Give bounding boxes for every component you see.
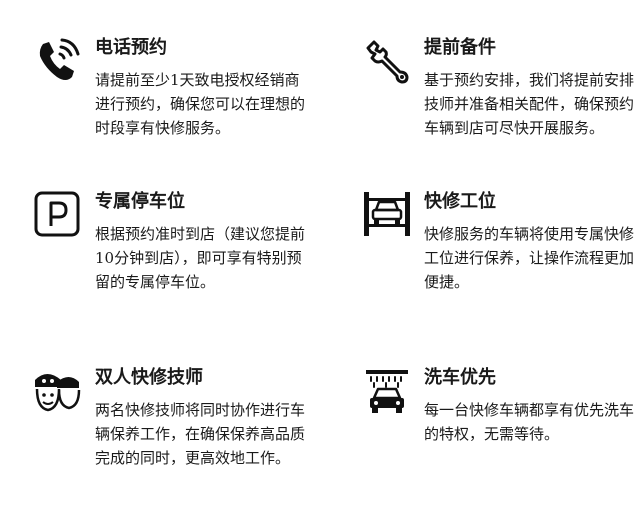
two-technicians-icon — [33, 366, 83, 416]
feature-title: 提前备件 — [424, 37, 496, 58]
feature-title: 快修工位 — [424, 191, 496, 212]
parking-sign-icon — [33, 190, 83, 240]
feature-title: 双人快修技师 — [95, 367, 203, 388]
feature-description: 请提前至少1天致电授权经销商进行预约，确保您可以在理想的时段享有快修服务。 — [95, 71, 306, 137]
feature-description: 基于预约安排，我们将提前安排技师并准备相关配件，确保预约车辆到店可尽快开展服务。 — [424, 71, 635, 137]
feature-title: 洗车优先 — [424, 367, 496, 388]
feature-title: 专属停车位 — [95, 191, 185, 212]
wrench-icon — [362, 36, 412, 86]
phone-call-icon — [33, 36, 83, 86]
feature-description: 快修服务的车辆将使用专属快修工位进行保养，让操作流程更加便捷。 — [424, 225, 635, 291]
feature-description: 根据预约准时到店（建议您提前10分钟到店），即可享有特别预留的专属停车位。 — [95, 225, 306, 291]
feature-description: 两名快修技师将同时协作进行车辆保养工作，在确保保养高品质完成的同时，更高效地工作… — [95, 401, 306, 467]
car-lift-icon — [362, 190, 412, 240]
feature-description: 每一台快修车辆都享有优先洗车的特权，无需等待。 — [424, 401, 635, 443]
car-wash-icon — [362, 366, 412, 416]
feature-title: 电话预约 — [95, 37, 167, 58]
